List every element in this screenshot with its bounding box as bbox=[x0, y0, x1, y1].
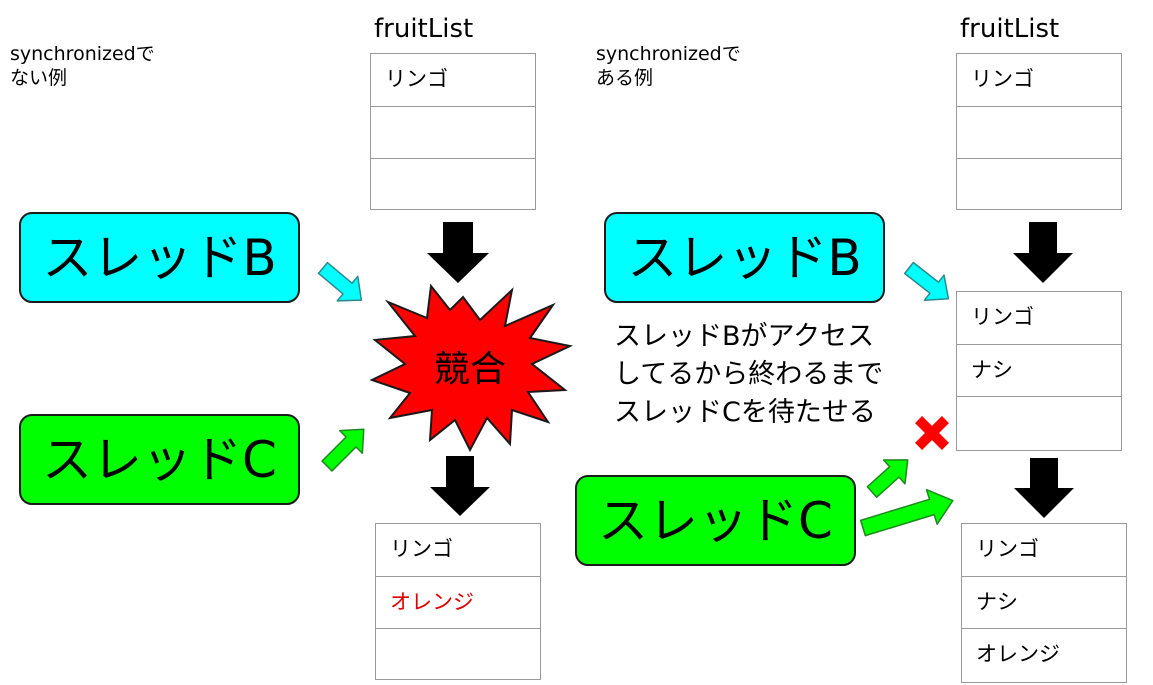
right-note: スレッドBがアクセス してるから終わるまで スレッドCを待たせる bbox=[614, 318, 883, 432]
down-arrow-icon bbox=[1014, 458, 1074, 518]
right-thread-b: スレッドB bbox=[604, 212, 885, 303]
list-row: リンゴ bbox=[390, 537, 453, 561]
left-thread-c: スレッドC bbox=[19, 414, 300, 505]
list-row: リンゴ bbox=[971, 67, 1034, 91]
right-list-title: fruitList bbox=[960, 14, 1060, 44]
diagonal-arrow-icon bbox=[321, 428, 365, 472]
conflict-label: 競合 bbox=[434, 349, 506, 390]
cross-mark-icon bbox=[915, 416, 949, 450]
left-caption-line-2: ない例 bbox=[10, 67, 68, 89]
list-row bbox=[957, 106, 1121, 158]
note-line-2: してるから終わるまで bbox=[614, 359, 884, 390]
right-caption-line-2: ある例 bbox=[596, 67, 654, 89]
list-row: リンゴ bbox=[976, 537, 1039, 561]
right-caption: synchronizedで ある例 bbox=[596, 42, 741, 90]
explosion-burst-icon: 競合 bbox=[369, 283, 574, 453]
list-row bbox=[376, 628, 540, 680]
note-line-1: スレッドBがアクセス bbox=[614, 321, 875, 352]
left-before-list: リンゴ bbox=[370, 53, 536, 210]
diagonal-arrow-icon bbox=[317, 261, 363, 302]
list-row: ナシ bbox=[962, 576, 1126, 628]
list-row bbox=[371, 158, 535, 210]
down-arrow-icon bbox=[430, 456, 490, 516]
list-row: オレンジ bbox=[962, 628, 1126, 680]
diagonal-arrow-icon bbox=[903, 261, 950, 302]
list-row bbox=[957, 158, 1121, 210]
left-thread-b: スレッドB bbox=[19, 212, 300, 303]
diagonal-arrow-icon bbox=[866, 459, 909, 498]
right-before-list: リンゴ bbox=[956, 53, 1122, 210]
right-caption-line-1: synchronizedで bbox=[596, 43, 741, 65]
left-caption: synchronizedで ない例 bbox=[10, 42, 155, 90]
right-after-list: リンゴ ナシ オレンジ bbox=[961, 523, 1127, 683]
right-middle-list: リンゴ ナシ bbox=[956, 291, 1122, 451]
left-after-list: リンゴ オレンジ bbox=[375, 523, 541, 680]
down-arrow-icon bbox=[427, 222, 489, 283]
conflict-row: オレンジ bbox=[376, 576, 540, 628]
list-row bbox=[371, 106, 535, 158]
list-row: ナシ bbox=[957, 344, 1121, 396]
down-arrow-icon bbox=[1013, 222, 1073, 283]
note-line-3: スレッドCを待たせる bbox=[614, 397, 876, 428]
diagonal-arrow-icon bbox=[859, 488, 954, 537]
left-caption-line-1: synchronizedで bbox=[10, 43, 155, 65]
list-row: リンゴ bbox=[385, 67, 448, 91]
left-list-title: fruitList bbox=[374, 14, 474, 44]
list-row: リンゴ bbox=[971, 305, 1034, 329]
right-thread-c: スレッドC bbox=[575, 475, 856, 566]
list-row bbox=[957, 396, 1121, 448]
